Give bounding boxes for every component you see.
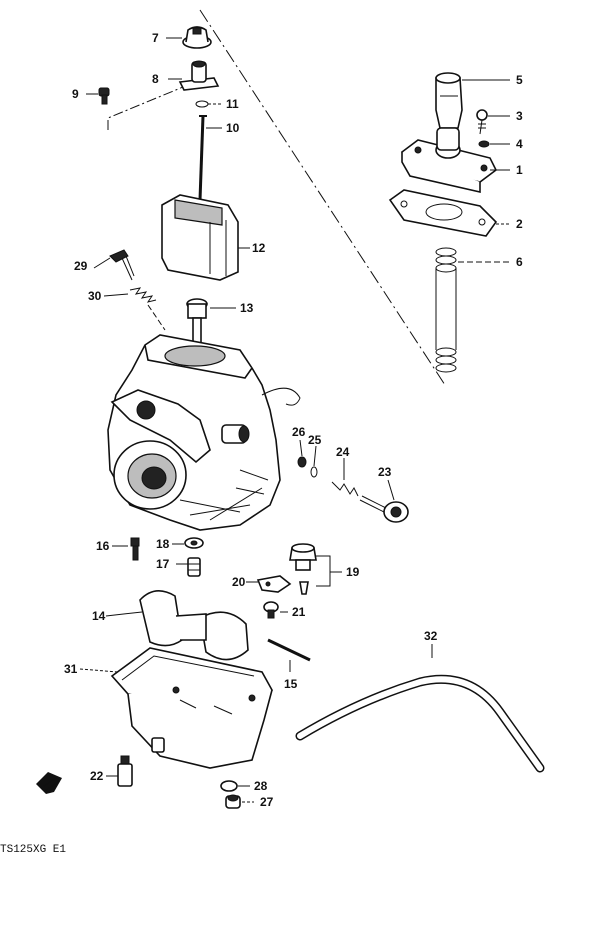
callout-29: 29 xyxy=(74,259,88,273)
callout-22: 22 xyxy=(90,769,104,783)
front-arrow-icon xyxy=(36,772,62,794)
part-15-pin xyxy=(267,638,311,662)
callout-25: 25 xyxy=(308,433,322,447)
part-16-jet xyxy=(130,537,140,561)
part-8-holder xyxy=(178,60,220,91)
part-6-spring xyxy=(435,247,457,373)
callout-2: 2 xyxy=(516,217,523,231)
part-14-float xyxy=(139,590,249,661)
part-13-bolt xyxy=(186,298,208,359)
part-23-screw xyxy=(359,495,409,523)
callout-9: 9 xyxy=(72,87,79,101)
part-17-jet xyxy=(187,557,201,577)
part-10-needle xyxy=(198,115,207,201)
callout-30: 30 xyxy=(88,289,102,303)
callout-11: 11 xyxy=(226,97,239,111)
part-21-screw xyxy=(263,601,279,619)
callout-24: 24 xyxy=(336,445,350,459)
part-7-cap xyxy=(182,26,212,49)
reference-line-main xyxy=(199,9,446,386)
part-1-top-plate xyxy=(400,127,498,194)
callout-32: 32 xyxy=(424,629,438,643)
part-18-washer xyxy=(184,537,204,549)
part-2-gasket xyxy=(388,189,498,237)
callout-15: 15 xyxy=(284,677,298,691)
callout-1: 1 xyxy=(516,163,523,177)
part-5-cap-boot xyxy=(435,72,463,129)
callout-5: 5 xyxy=(516,73,523,87)
part-28-washer xyxy=(220,780,238,792)
callout-17: 17 xyxy=(156,557,170,571)
callout-21: 21 xyxy=(292,605,306,619)
part-11-clip xyxy=(195,100,209,108)
callout-7: 7 xyxy=(152,31,159,45)
part-27-plug xyxy=(225,794,241,809)
carburetor-body xyxy=(107,334,301,531)
callout-26: 26 xyxy=(292,425,306,439)
callout-3: 3 xyxy=(516,109,523,123)
part-26-washer xyxy=(297,456,307,468)
part-20-float-arm xyxy=(256,575,292,593)
callout-10: 10 xyxy=(226,121,240,135)
callout-labels: 1 2 3 4 5 6 7 8 9 10 11 12 13 14 15 16 1… xyxy=(64,31,523,809)
callout-23: 23 xyxy=(378,465,392,479)
callout-20: 20 xyxy=(232,575,246,589)
part-9-screw xyxy=(98,87,110,105)
callout-19: 19 xyxy=(346,565,360,579)
callout-27: 27 xyxy=(260,795,274,809)
part-4-nut xyxy=(478,140,490,148)
reference-line-30 xyxy=(147,304,166,331)
callout-6: 6 xyxy=(516,255,523,269)
reference-line-9 xyxy=(107,79,201,130)
part-32-hose xyxy=(295,674,545,773)
callout-14: 14 xyxy=(92,609,106,623)
part-25-oring xyxy=(310,466,318,478)
part-30-spring xyxy=(129,287,157,303)
callout-16: 16 xyxy=(96,539,110,553)
callout-13: 13 xyxy=(240,301,254,315)
part-3-screw xyxy=(476,109,488,135)
callout-31: 31 xyxy=(64,662,78,676)
callout-12: 12 xyxy=(252,241,266,255)
part-12-throttle-slide xyxy=(161,194,239,281)
part-24-spring xyxy=(331,481,359,497)
part-22-drain-screw xyxy=(117,755,133,787)
part-29-screw xyxy=(109,249,135,281)
model-caption: TS125XG E1 xyxy=(0,844,66,856)
callout-8: 8 xyxy=(152,72,159,86)
part-31-float-chamber xyxy=(110,647,274,769)
leader-lines xyxy=(79,37,510,803)
callout-18: 18 xyxy=(156,537,170,551)
callout-4: 4 xyxy=(516,137,523,151)
part-19-float-valve xyxy=(289,543,317,595)
callout-28: 28 xyxy=(254,779,268,793)
